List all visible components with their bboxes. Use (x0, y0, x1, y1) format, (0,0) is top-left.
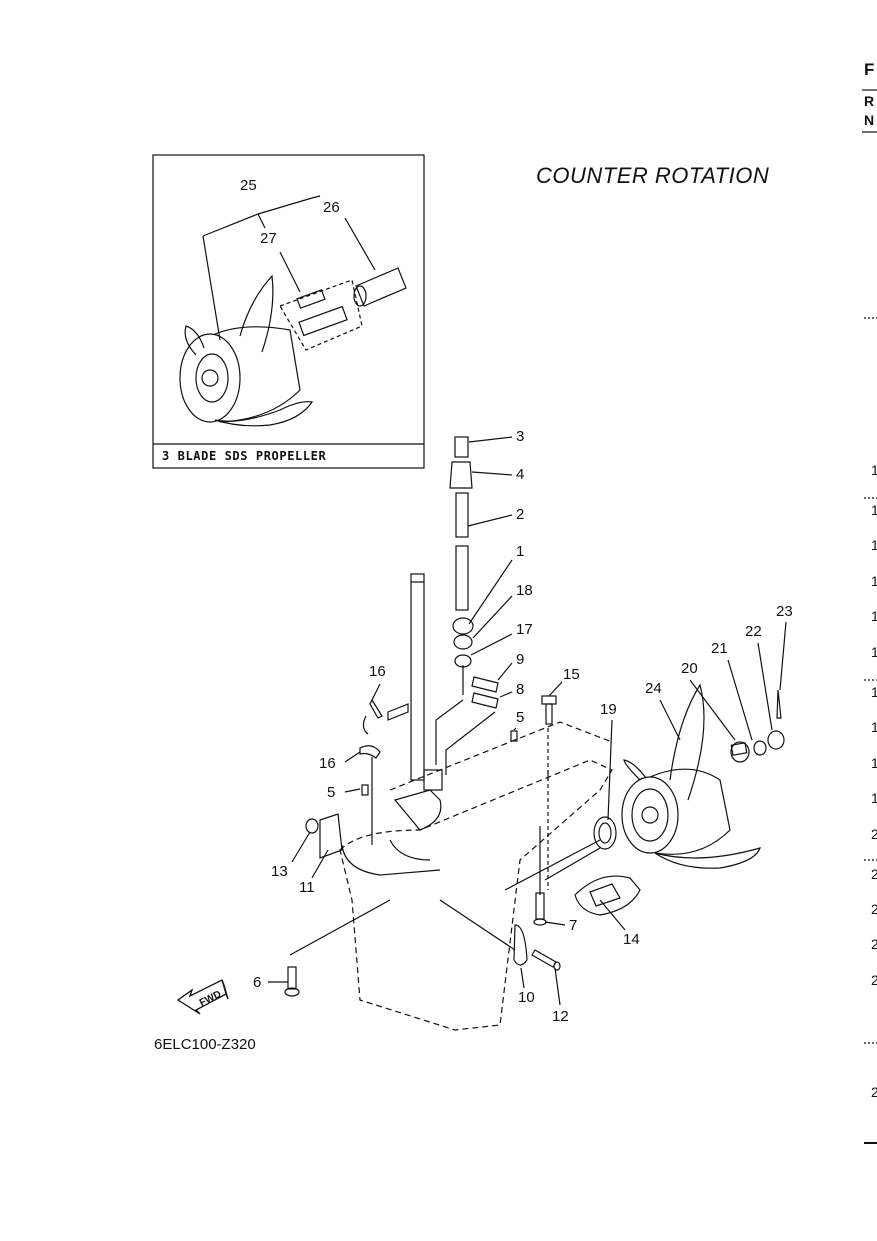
callout-9: 9 (516, 651, 525, 668)
callout-3: 3 (516, 428, 525, 445)
inset-caption: 3 BLADE SDS PROPELLER (162, 449, 327, 463)
grommet-10-icon (513, 924, 528, 966)
callout-23: 23 (776, 603, 793, 620)
edge-ref: 1 (871, 790, 877, 806)
callout-24: 24 (645, 680, 662, 697)
bolt-12-icon (531, 949, 561, 971)
bolt-6-icon (284, 966, 300, 997)
callout-11: 11 (299, 879, 315, 896)
edge-ref: 1 (871, 502, 877, 518)
bolt-7-icon (533, 892, 547, 926)
callout-7: 7 (569, 917, 578, 934)
grommet-11-icon (319, 813, 343, 859)
nut-22-icon (767, 730, 785, 750)
edge-ref: 1 (871, 537, 877, 553)
thrust-washer-19-icon (593, 816, 617, 850)
edge-header-n: N (864, 112, 875, 128)
edge-ref: 2 (871, 936, 877, 952)
callout-19: 19 (600, 701, 617, 718)
edge-ref: 1 (871, 462, 877, 478)
edge-ref: 1 (871, 644, 877, 660)
callout-16-top: 16 (369, 663, 386, 680)
callout-6: 6 (253, 974, 262, 991)
callout-5-left: 5 (327, 784, 336, 801)
anode-14-icon (574, 875, 641, 916)
pin-5a-icon (361, 784, 369, 796)
callout-14: 14 (623, 931, 640, 948)
shaft-stack-icon (449, 436, 474, 668)
callout-22: 22 (745, 623, 762, 640)
fwd-arrow-icon: FWD (176, 979, 229, 1015)
callout-15: 15 (563, 666, 580, 683)
driveshaft-icon (410, 573, 425, 781)
edge-ref: 1 (871, 755, 877, 771)
clip-16-icon (359, 698, 409, 759)
callout-8: 8 (516, 681, 525, 698)
edge-ref: 1 (871, 608, 877, 624)
inset-propeller-icon (179, 274, 314, 427)
propeller-24-icon (621, 683, 761, 869)
callout-26: 26 (323, 199, 340, 216)
callout-27: 27 (260, 230, 277, 247)
drawing-code: 6ELC100-Z320 (154, 1036, 256, 1053)
callout-21: 21 (711, 640, 728, 657)
callout-2: 2 (516, 506, 525, 523)
bolt-15-icon (541, 695, 557, 725)
inset-frame (152, 154, 425, 469)
edge-header-f: F (864, 60, 875, 79)
callout-10: 10 (518, 989, 535, 1006)
callout-5-right: 5 (516, 709, 525, 726)
gearcase-housing-outline (339, 721, 613, 1031)
edge-ref: 1 (871, 573, 877, 589)
edge-ref: 1 (871, 684, 877, 700)
callout-25: 25 (240, 177, 257, 194)
edge-ref: 2 (871, 866, 877, 882)
diagram-title: COUNTER ROTATION (536, 163, 770, 188)
callout-17: 17 (516, 621, 533, 638)
edge-header-r: R (864, 93, 875, 109)
callout-1: 1 (516, 543, 525, 560)
callout-13: 13 (271, 863, 288, 880)
edge-ref: 2 (871, 901, 877, 917)
callout-4: 4 (516, 466, 525, 483)
callout-16-bottom: 16 (319, 755, 336, 772)
edge-ref: 2 (871, 826, 877, 842)
callout-20: 20 (681, 660, 698, 677)
pin-5b-icon (510, 730, 518, 742)
edge-ref: 2 (871, 972, 877, 988)
spacer-20-icon (730, 742, 748, 756)
nut-13-icon (305, 818, 319, 834)
edge-ref: 1 (871, 719, 877, 735)
inset-hub-kit-icon (279, 267, 407, 351)
cotter-pin-23-icon (776, 689, 782, 719)
washer-21-icon (753, 740, 767, 756)
callout-12: 12 (552, 1008, 569, 1025)
edge-ref: 2 (871, 1084, 877, 1100)
callout-18: 18 (516, 582, 533, 599)
